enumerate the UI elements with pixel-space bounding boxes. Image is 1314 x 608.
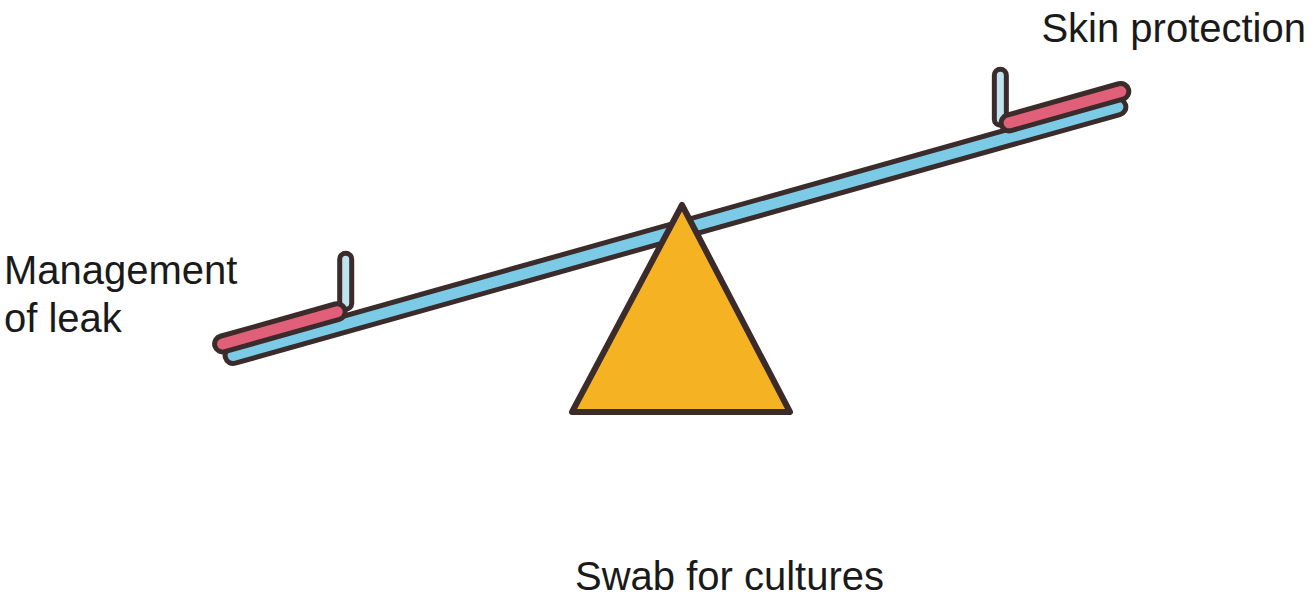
seesaw-seat <box>999 82 1130 133</box>
label-text: Skin protection <box>1041 4 1306 52</box>
label-text: Swab for cultures <box>575 552 884 600</box>
seesaw-fulcrum <box>572 205 790 412</box>
label-text: Management of leak <box>4 246 254 342</box>
seesaw-seat <box>213 302 347 354</box>
seesaw-handle <box>340 253 352 309</box>
